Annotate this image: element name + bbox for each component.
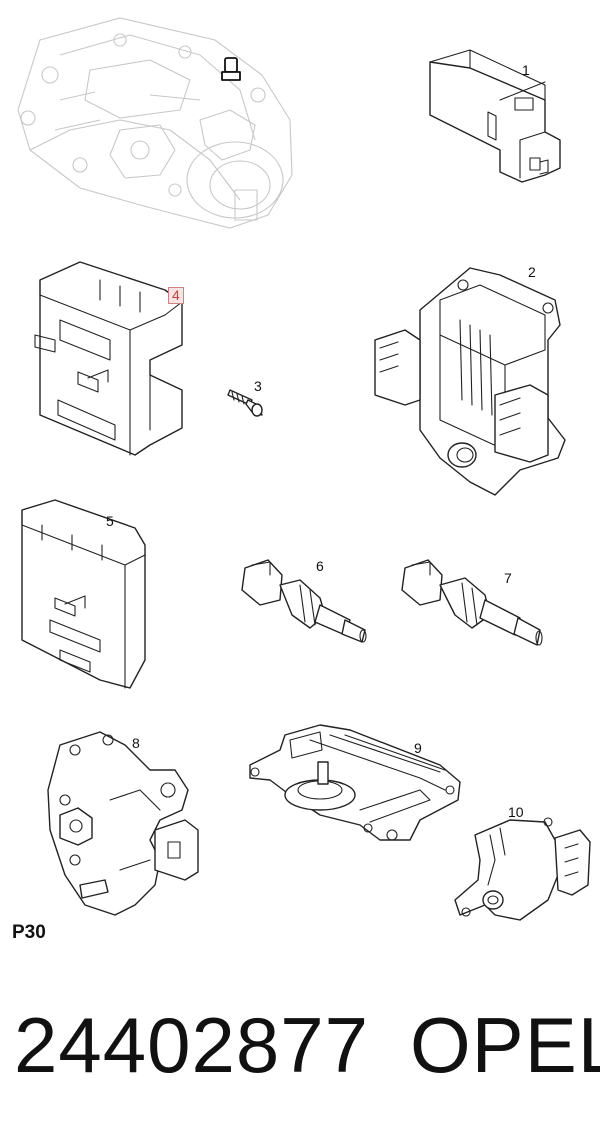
page-code: P30 <box>12 922 46 943</box>
part-8-range-switch <box>47 731 199 916</box>
part-7-speed-sensor <box>401 559 543 646</box>
callout-10[interactable]: 10 <box>508 804 524 820</box>
part-5-housing-cover <box>21 499 146 689</box>
part-2-mechatronic-unit <box>374 267 566 496</box>
callout-6[interactable]: 6 <box>316 558 324 574</box>
part-10-position-switch <box>454 817 591 921</box>
part-4-module-housing <box>34 261 183 456</box>
callout-8[interactable]: 8 <box>132 735 140 751</box>
callout-2[interactable]: 2 <box>528 264 536 280</box>
callout-3[interactable]: 3 <box>254 378 262 394</box>
callout-4-highlighted[interactable]: 4 <box>168 287 184 304</box>
callout-5[interactable]: 5 <box>106 513 114 529</box>
part-6-speed-sensor <box>241 559 367 643</box>
part-3-bolt <box>227 389 263 417</box>
part-1-control-module <box>429 49 561 183</box>
callout-7[interactable]: 7 <box>504 570 512 586</box>
callout-9[interactable]: 9 <box>414 740 422 756</box>
brand-name: OPEL <box>410 1001 600 1089</box>
part-number: 24402877 <box>14 1001 370 1089</box>
callout-1[interactable]: 1 <box>522 62 530 78</box>
part-9-transmission-control-unit <box>249 724 461 841</box>
gearbox-ghost-illustration <box>17 17 293 229</box>
